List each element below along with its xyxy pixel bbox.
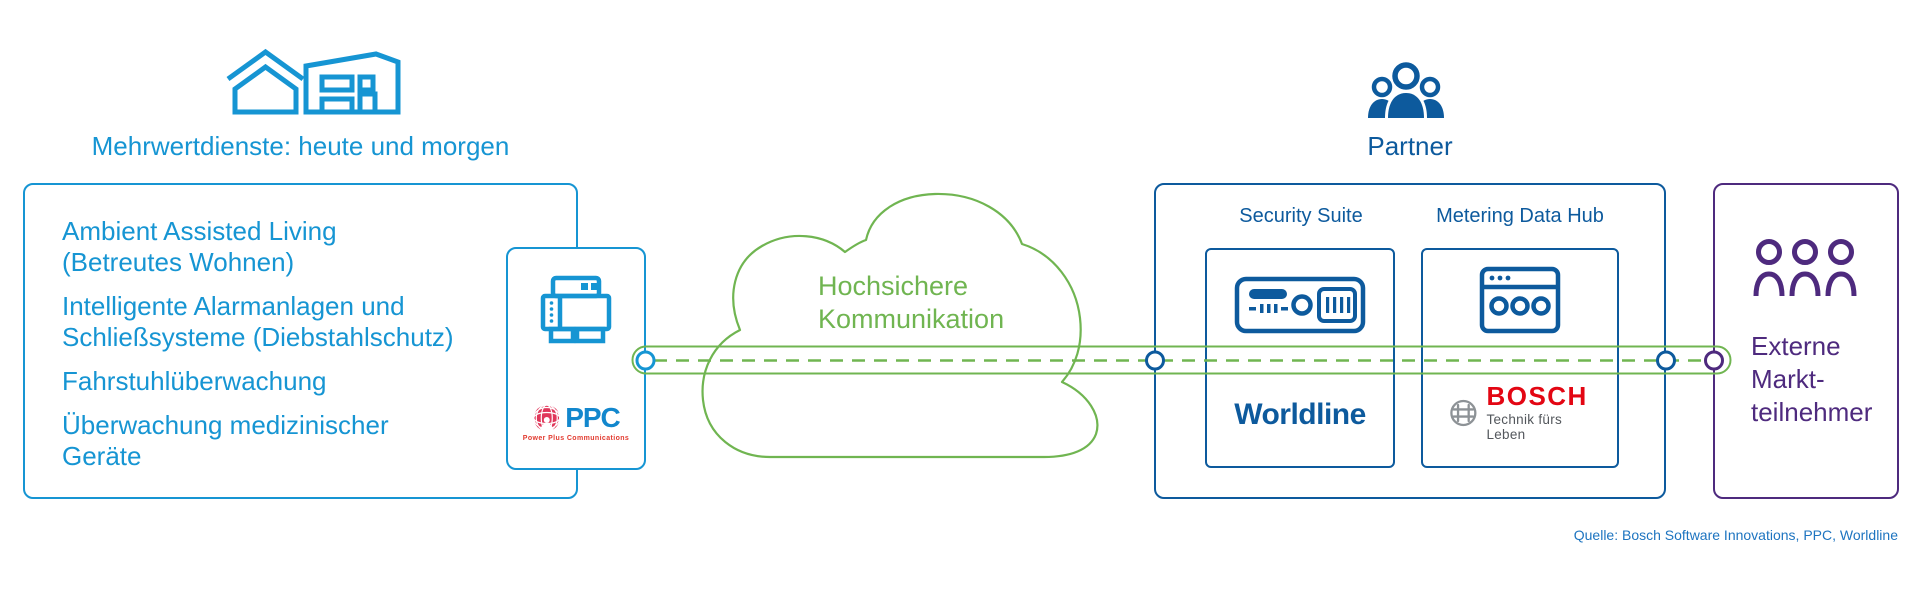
service-line: Fahrstuhlüberwachung: [62, 366, 327, 396]
service-line: Überwachung medizinischer: [62, 410, 389, 440]
ppc-brand-subtext: Power Plus Communications: [522, 435, 630, 442]
bosch-logo: BOSCH Technik fürs Leben: [1448, 383, 1591, 442]
external-people-icon: [1753, 239, 1857, 297]
partner-people-icon: [1368, 62, 1444, 118]
cloud-label-line: Hochsichere: [818, 271, 969, 301]
security-suite-label: Security Suite: [1239, 205, 1363, 227]
external-label-line: teilnehmer: [1751, 397, 1873, 427]
security-appliance-icon: [1234, 276, 1366, 334]
service-line: Schließsysteme (Diebstahlschutz): [62, 322, 454, 352]
external-participants-label: Externe Markt- teilnehmer: [1751, 330, 1872, 429]
service-item: Ambient Assisted Living (Betreutes Wohne…: [62, 216, 454, 278]
service-line: Ambient Assisted Living: [62, 216, 337, 246]
service-line: (Betreutes Wohnen): [62, 247, 295, 277]
worldline-logo: Worldline: [1234, 398, 1366, 431]
cloud-label-line: Kommunikation: [818, 304, 1005, 334]
services-box: Ambient Assisted Living (Betreutes Wohne…: [23, 183, 578, 499]
metering-data-hub-box: BOSCH Technik fürs Leben: [1421, 248, 1619, 468]
building-icon: [303, 51, 401, 115]
services-list: Ambient Assisted Living (Betreutes Wohne…: [62, 216, 454, 485]
service-line: Intelligente Alarmanlagen und: [62, 291, 405, 321]
external-participants-box: Externe Markt- teilnehmer: [1713, 183, 1899, 499]
ppc-brand-text: PPC: [565, 402, 621, 433]
external-label-line: Markt-: [1751, 364, 1825, 394]
service-item: Fahrstuhlüberwachung: [62, 366, 454, 397]
bosch-armature-icon: [1450, 399, 1477, 426]
security-suite-box: Worldline: [1205, 248, 1395, 468]
partner-title: Partner: [1367, 131, 1453, 161]
bosch-brand-text: BOSCH: [1486, 381, 1588, 411]
ppc-logo: PPC Power Plus Communications: [523, 402, 629, 442]
ppc-globe-icon: [533, 404, 561, 432]
gateway-device-icon: [540, 275, 612, 344]
external-label-line: Externe: [1751, 331, 1841, 361]
service-line: Geräte: [62, 441, 142, 471]
metering-data-hub-label: Metering Data Hub: [1436, 205, 1604, 227]
cloud-label: Hochsichere Kommunikation: [818, 270, 1004, 336]
service-item: Intelligente Alarmanlagen und Schließsys…: [62, 291, 454, 353]
home-building-icons: [226, 48, 401, 115]
source-note: Quelle: Bosch Software Innovations, PPC,…: [1573, 527, 1898, 543]
roof-chevron-icon: [226, 48, 305, 82]
service-item: Überwachung medizinischer Geräte: [62, 410, 454, 472]
bosch-brand-subtext: Technik fürs Leben: [1486, 412, 1563, 442]
gateway-box: PPC Power Plus Communications: [506, 247, 646, 470]
left-section-title: Mehrwertdienste: heute und morgen: [91, 131, 510, 161]
house-icon: [232, 63, 299, 115]
browser-window-icon: [1479, 266, 1561, 334]
